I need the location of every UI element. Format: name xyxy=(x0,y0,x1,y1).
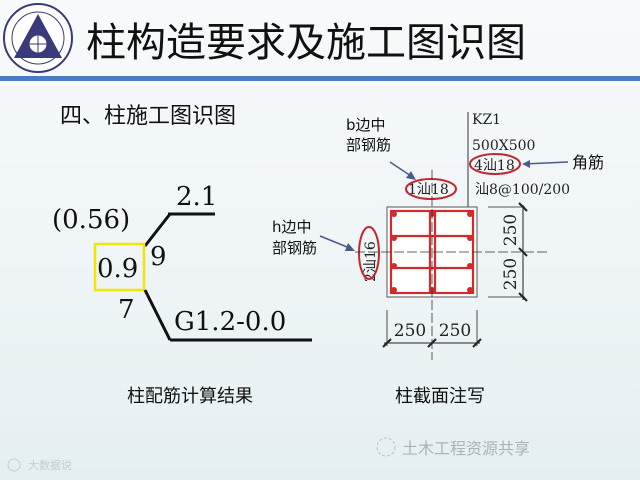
corner-arrow xyxy=(523,161,569,165)
title-divider xyxy=(0,76,640,81)
label-h-line1: h边中 xyxy=(272,218,312,236)
h-arrowhead xyxy=(345,243,355,251)
label-corner: 角筋 xyxy=(572,153,604,172)
caption-calc: 柱配筋计算结果 xyxy=(127,386,253,407)
dim-vertical-bottom: 250 xyxy=(501,258,521,290)
highlight-box xyxy=(93,242,146,292)
bottom-diagonal xyxy=(143,289,172,341)
label-b-line1: b边中 xyxy=(346,116,386,134)
value-paren: (0.56) xyxy=(52,205,130,235)
section-size: 500X500 xyxy=(472,138,535,154)
value-boxed: 0.9 xyxy=(97,254,138,284)
corner-bars-highlight xyxy=(469,153,521,175)
watermark-right: 土木工程资源共享 xyxy=(402,439,530,458)
university-logo xyxy=(3,3,73,73)
watermark-left-icon xyxy=(7,458,21,472)
calc-result-diagram: (0.56) 2.1 0.9 9 7 G1.2-0.0 柱配筋计算结果 xyxy=(52,182,312,407)
b-side-bars: 1汕18 xyxy=(408,182,449,198)
stirrups: 汕8@100/200 xyxy=(475,182,570,198)
dim-horizontal-right: 250 xyxy=(439,321,471,341)
rebar-dots xyxy=(391,211,473,293)
column-id: KZ1 xyxy=(472,112,501,128)
top-diagonal xyxy=(143,213,172,247)
caption-section: 柱截面注写 xyxy=(395,386,485,407)
dim-vertical-top: 250 xyxy=(501,214,521,246)
value-bottom: 7 xyxy=(118,295,135,325)
label-h-line2: 部钢筋 xyxy=(272,239,317,257)
section-diagram: KZ1 500X500 4汕18 汕8@100/200 1汕18 角筋 b边中 … xyxy=(272,112,604,407)
h-side-highlight xyxy=(358,226,380,280)
b-side-highlight xyxy=(405,178,457,200)
section-title: 四、柱施工图识图 xyxy=(60,104,236,129)
b-arrowhead xyxy=(406,171,416,180)
value-right: 9 xyxy=(150,242,167,272)
dim-horizontal-left: 250 xyxy=(394,321,426,341)
vertical-dimension xyxy=(488,202,528,302)
value-g: G1.2-0.0 xyxy=(174,307,286,337)
corner-arrowhead xyxy=(522,160,530,168)
watermark-left: 大数据说 xyxy=(28,458,72,472)
axis-lines xyxy=(355,170,550,360)
corner-bars: 4汕18 xyxy=(474,158,515,174)
value-top: 2.1 xyxy=(176,182,217,212)
horizontal-dimension xyxy=(382,310,482,348)
label-b-line2: 部钢筋 xyxy=(346,136,391,154)
page-title: 柱构造要求及施工图识图 xyxy=(86,20,526,66)
wechat-icon xyxy=(376,437,396,457)
